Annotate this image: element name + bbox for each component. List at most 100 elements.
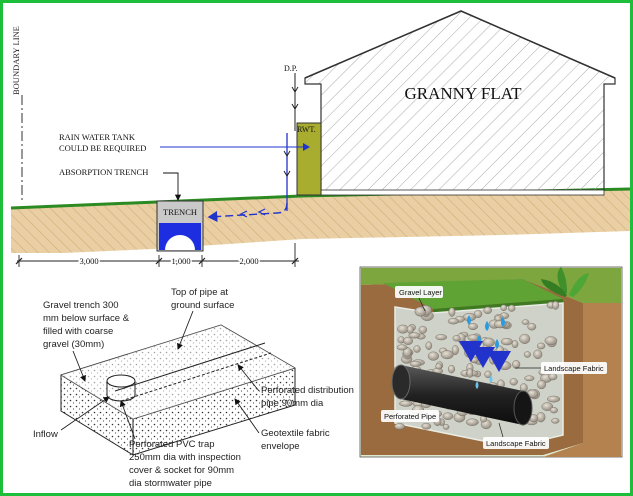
gravel-pebble xyxy=(500,338,513,346)
tank-note-line2: COULD BE REQUIRED xyxy=(59,143,146,153)
trench-leader xyxy=(163,172,182,201)
gravel-pebble xyxy=(509,378,518,386)
gravel-pebble xyxy=(448,307,456,317)
gravel-pebble xyxy=(447,318,460,325)
gravel-pebble xyxy=(512,360,521,369)
plant xyxy=(541,267,589,297)
gravel-pebble xyxy=(523,351,531,358)
rwt-label: RWT. xyxy=(297,125,316,134)
gravel-pebble xyxy=(521,319,530,325)
gravel-pebble xyxy=(536,342,546,350)
gravel-pebble xyxy=(452,335,461,342)
gravel-pebble xyxy=(533,349,543,359)
gravel-pebble xyxy=(421,422,432,430)
gravel-pebble xyxy=(548,373,558,381)
trench-section-sketch: Gravel trench 300 mm below surface & fil… xyxy=(33,287,354,489)
gravel-pebble xyxy=(500,304,508,311)
gravel-pebble xyxy=(442,424,450,430)
gravel-pebble xyxy=(527,323,537,331)
gravel-pebble xyxy=(413,345,421,353)
gravel-pebble xyxy=(537,380,547,390)
gravel-pebble xyxy=(483,306,493,314)
gravel-pebble xyxy=(418,325,427,334)
drain-illustration: Gravel Layer Landscape Fabric Perforated… xyxy=(359,266,623,458)
gravel-pebble xyxy=(551,417,560,424)
label-perforated-pipe: Perforated Pipe xyxy=(381,410,439,422)
gravel-pebble xyxy=(440,350,454,360)
trench-note: ABSORPTION TRENCH xyxy=(59,167,148,177)
gravel-pebble xyxy=(466,368,474,378)
top-pipe-line2: ground surface xyxy=(171,300,234,311)
top-pipe-line1: Top of pipe at xyxy=(171,287,228,298)
gravel-trench-line2: mm below surface & xyxy=(43,313,130,324)
gravel-pebble xyxy=(524,375,535,382)
gravel-pebble xyxy=(451,345,459,356)
trap-line4: dia stormwater pipe xyxy=(129,478,212,489)
gravel-pebble xyxy=(498,361,512,370)
gravel-trench-line4: gravel (30mm) xyxy=(43,339,104,350)
perf-dist-line2: pipe 90mm dia xyxy=(261,398,324,409)
gravel-pebble xyxy=(448,364,456,374)
absorption-trench: TRENCH xyxy=(156,200,204,252)
trap-line3: cover & socket for 90mm xyxy=(129,465,234,476)
gravel-pebble xyxy=(435,363,443,370)
gravel-pebble xyxy=(442,412,454,420)
trap-line2: 250mm dia with inspection xyxy=(129,452,241,463)
dimension-line: 3,000 1,000 2,000 xyxy=(15,243,299,268)
gravel-pebble xyxy=(435,334,448,341)
overflow-pipe xyxy=(207,202,288,223)
gravel-pebble xyxy=(427,351,440,361)
dim-1: 3,000 xyxy=(79,256,98,266)
ground-soil xyxy=(11,189,630,253)
dp-label: D.P. xyxy=(284,64,297,73)
trap-line1: Perforated PVC trap xyxy=(129,439,215,450)
geotextile-line2: envelope xyxy=(261,441,300,452)
perf-dist-line1: Perforated distribution xyxy=(261,385,354,396)
gravel-pebble xyxy=(508,304,516,312)
tank-note-line1: RAIN WATER TANK xyxy=(59,132,136,142)
gravel-pebble xyxy=(409,360,422,367)
building-label: GRANNY FLAT xyxy=(405,84,523,103)
geotextile-line1: Geotextile fabric xyxy=(261,428,330,439)
perforated-pipe xyxy=(391,364,533,426)
dim-3: 2,000 xyxy=(239,256,258,266)
gravel-pebble xyxy=(541,402,554,411)
rain-water-tank xyxy=(296,122,322,196)
gravel-pebble xyxy=(408,332,421,339)
gravel-pebble xyxy=(547,395,561,403)
gravel-pebble xyxy=(394,423,405,430)
gravel-pebble xyxy=(403,336,413,345)
gravel-pebble xyxy=(473,310,483,318)
granny-flat-building: GRANNY FLAT xyxy=(304,10,616,196)
label-landscape-fabric-right: Landscape Fabric xyxy=(515,362,607,374)
label-gravel-layer: Gravel Layer xyxy=(395,286,443,312)
svg-text:Landscape Fabric: Landscape Fabric xyxy=(486,439,546,448)
svg-text:Perforated Pipe: Perforated Pipe xyxy=(384,412,436,421)
water-drops xyxy=(459,315,511,389)
gravel-pebble xyxy=(414,306,427,317)
gravel-pebble xyxy=(468,323,478,331)
gravel-pebble xyxy=(406,325,414,334)
svg-text:Landscape Fabric: Landscape Fabric xyxy=(544,364,604,373)
gravel-pebble xyxy=(482,337,495,347)
gravel-pebble xyxy=(397,324,409,334)
gravel-trench-line1: Gravel trench 300 xyxy=(43,300,119,311)
gravel-pebble xyxy=(536,412,546,423)
inflow-label: Inflow xyxy=(33,429,58,440)
gravel-pebble xyxy=(399,400,413,407)
gravel-pebble xyxy=(549,407,558,414)
distribution-pipe xyxy=(114,342,266,392)
boundary-label: BOUNDARY LINE xyxy=(11,26,21,95)
site-elevation: BOUNDARY LINE GRANNY FLAT D.P. RWT. RAIN… xyxy=(10,10,630,268)
drainage-diagram: BOUNDARY LINE GRANNY FLAT D.P. RWT. RAIN… xyxy=(10,10,630,489)
gravel-pebble xyxy=(396,344,408,351)
gravel-trench-line3: filled with coarse xyxy=(43,326,113,337)
pvc-trap xyxy=(106,374,136,388)
gravel-pebble xyxy=(519,333,531,344)
gravel-pebble xyxy=(464,347,475,358)
gravel-pebble xyxy=(425,341,433,350)
gravel-pebble xyxy=(544,336,558,346)
gravel-pebble xyxy=(465,418,479,426)
trench-label: TRENCH xyxy=(163,207,197,217)
